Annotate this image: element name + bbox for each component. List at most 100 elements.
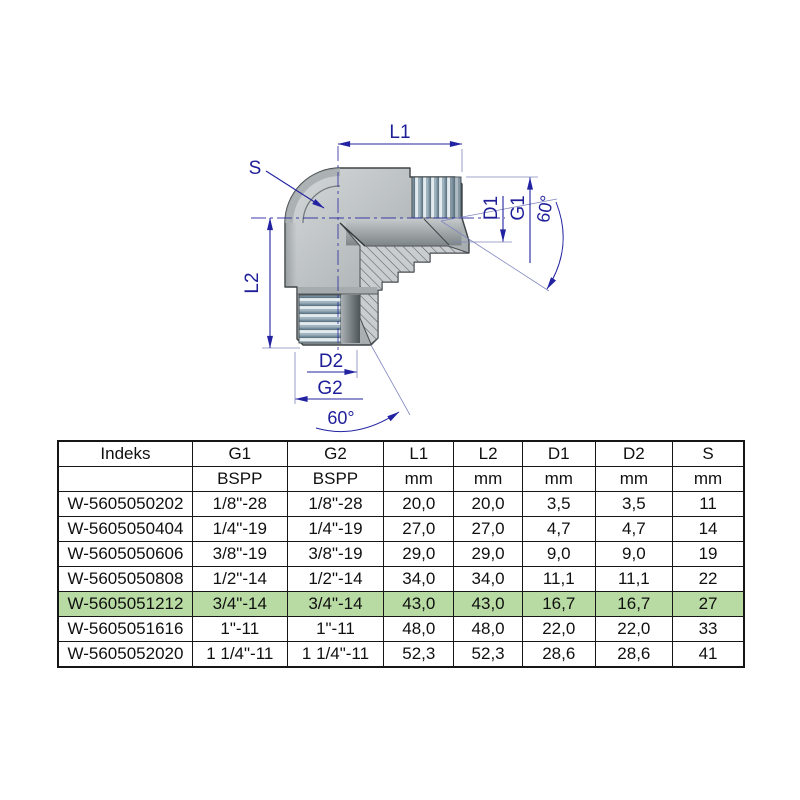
bottom-port-bore-wall [341,295,360,343]
table-cell: 3/8"-19 [191,541,288,567]
table-cell: 1"-11 [191,616,288,642]
unit-cell: mm [594,466,674,492]
table-cell: 4,7 [594,516,674,542]
table-cell: W-5605051212 [57,591,193,617]
angle-arc-right [546,201,564,290]
unit-cell: BSPP [286,466,385,492]
table-cell: 22,0 [521,616,596,642]
table-cell: 34,0 [383,566,455,592]
table-cell: 3/8"-19 [286,541,385,567]
table-cell: 1/8"-28 [191,491,288,517]
centerlines [251,146,505,352]
label-s: S [249,158,262,179]
table-cell: 9,0 [521,541,596,567]
table-cell: 11,1 [521,566,596,592]
table-cell: 33 [672,616,745,642]
right-port-thread [411,176,462,219]
right-cone-ray-upper [440,198,558,222]
table-cell: 1/4"-19 [286,516,385,542]
unit-cell: mm [521,466,596,492]
unit-cell: mm [383,466,455,492]
section-hatch [342,225,470,345]
angle-arc-bottom [315,411,400,433]
table-cell: 4,7 [521,516,596,542]
table-cell: 52,3 [383,641,455,668]
table-cell: 22 [672,566,745,592]
label-angle-right: 60° [533,194,557,224]
table-cell: 19 [672,541,745,567]
unit-cell: BSPP [191,466,288,492]
table-cell: 27,0 [383,516,455,542]
table-cell: 16,7 [594,591,674,617]
table-cell: W-5605050808 [57,566,193,592]
table-cell: 1/2"-14 [286,566,385,592]
s-leader-line [265,170,325,209]
table-cell: 48,0 [453,616,523,642]
table-cell: 28,6 [521,641,596,668]
table-cell: 3/4"-14 [286,591,385,617]
table-cell: 20,0 [383,491,455,517]
label-g2: G2 [317,378,342,399]
table-cell: 1/4"-19 [191,516,288,542]
label-d1: D1 [481,196,502,220]
label-l2: L2 [242,272,263,293]
elbow-fitting-technical-drawing: L1 S L2 D1 G1 60° D2 G2 60° [242,122,564,433]
dimension-labels: L1 S L2 D1 G1 60° D2 G2 60° [242,122,557,428]
left-edge-shade [285,223,297,286]
column-header: Indeks [57,440,193,467]
table-cell: 11 [672,491,745,517]
table-cell: 3,5 [594,491,674,517]
table-cell: 27,0 [453,516,523,542]
table-cell: W-5605050202 [57,491,193,517]
column-header: S [672,440,745,467]
table-cell: 3/4"-14 [191,591,288,617]
right-cone-ray-lower [440,220,550,292]
label-g1: G1 [508,195,529,220]
table-cell: 22,0 [594,616,674,642]
right-bore-cone-edge [423,218,450,246]
column-header: L1 [383,440,455,467]
label-angle-bottom: 60° [327,408,354,428]
inner-corner-chamfer-edge [339,222,366,247]
table-cell: 14 [672,516,745,542]
table-cell: 16,7 [521,591,596,617]
right-port-bore-wall [346,218,462,246]
unit-cell: mm [453,466,523,492]
table-cell: 29,0 [383,541,455,567]
table-cell: 41 [672,641,745,668]
table-cell: 1 1/4"-11 [191,641,288,668]
table-cell: 43,0 [383,591,455,617]
table-cell: 34,0 [453,566,523,592]
column-header: L2 [453,440,523,467]
table-cell: 11,1 [594,566,674,592]
column-header: D1 [521,440,596,467]
table-cell: 3,5 [521,491,596,517]
table-cell: 43,0 [453,591,523,617]
table-cell: 29,0 [453,541,523,567]
fitting-body [284,167,470,346]
column-header: D2 [594,440,674,467]
unit-cell: mm [672,466,745,492]
table-cell: W-5605050404 [57,516,193,542]
column-header: G2 [286,440,385,467]
right-port-thread-shade [450,177,461,218]
table-cell: 27 [672,591,745,617]
column-header: G1 [191,440,288,467]
table-cell: W-5605051616 [57,616,193,642]
label-d2: D2 [319,351,343,372]
table-cell: 52,3 [453,641,523,668]
table-cell: 1/8"-28 [286,491,385,517]
label-l1: L1 [389,122,410,143]
dimension-lines [265,141,564,433]
